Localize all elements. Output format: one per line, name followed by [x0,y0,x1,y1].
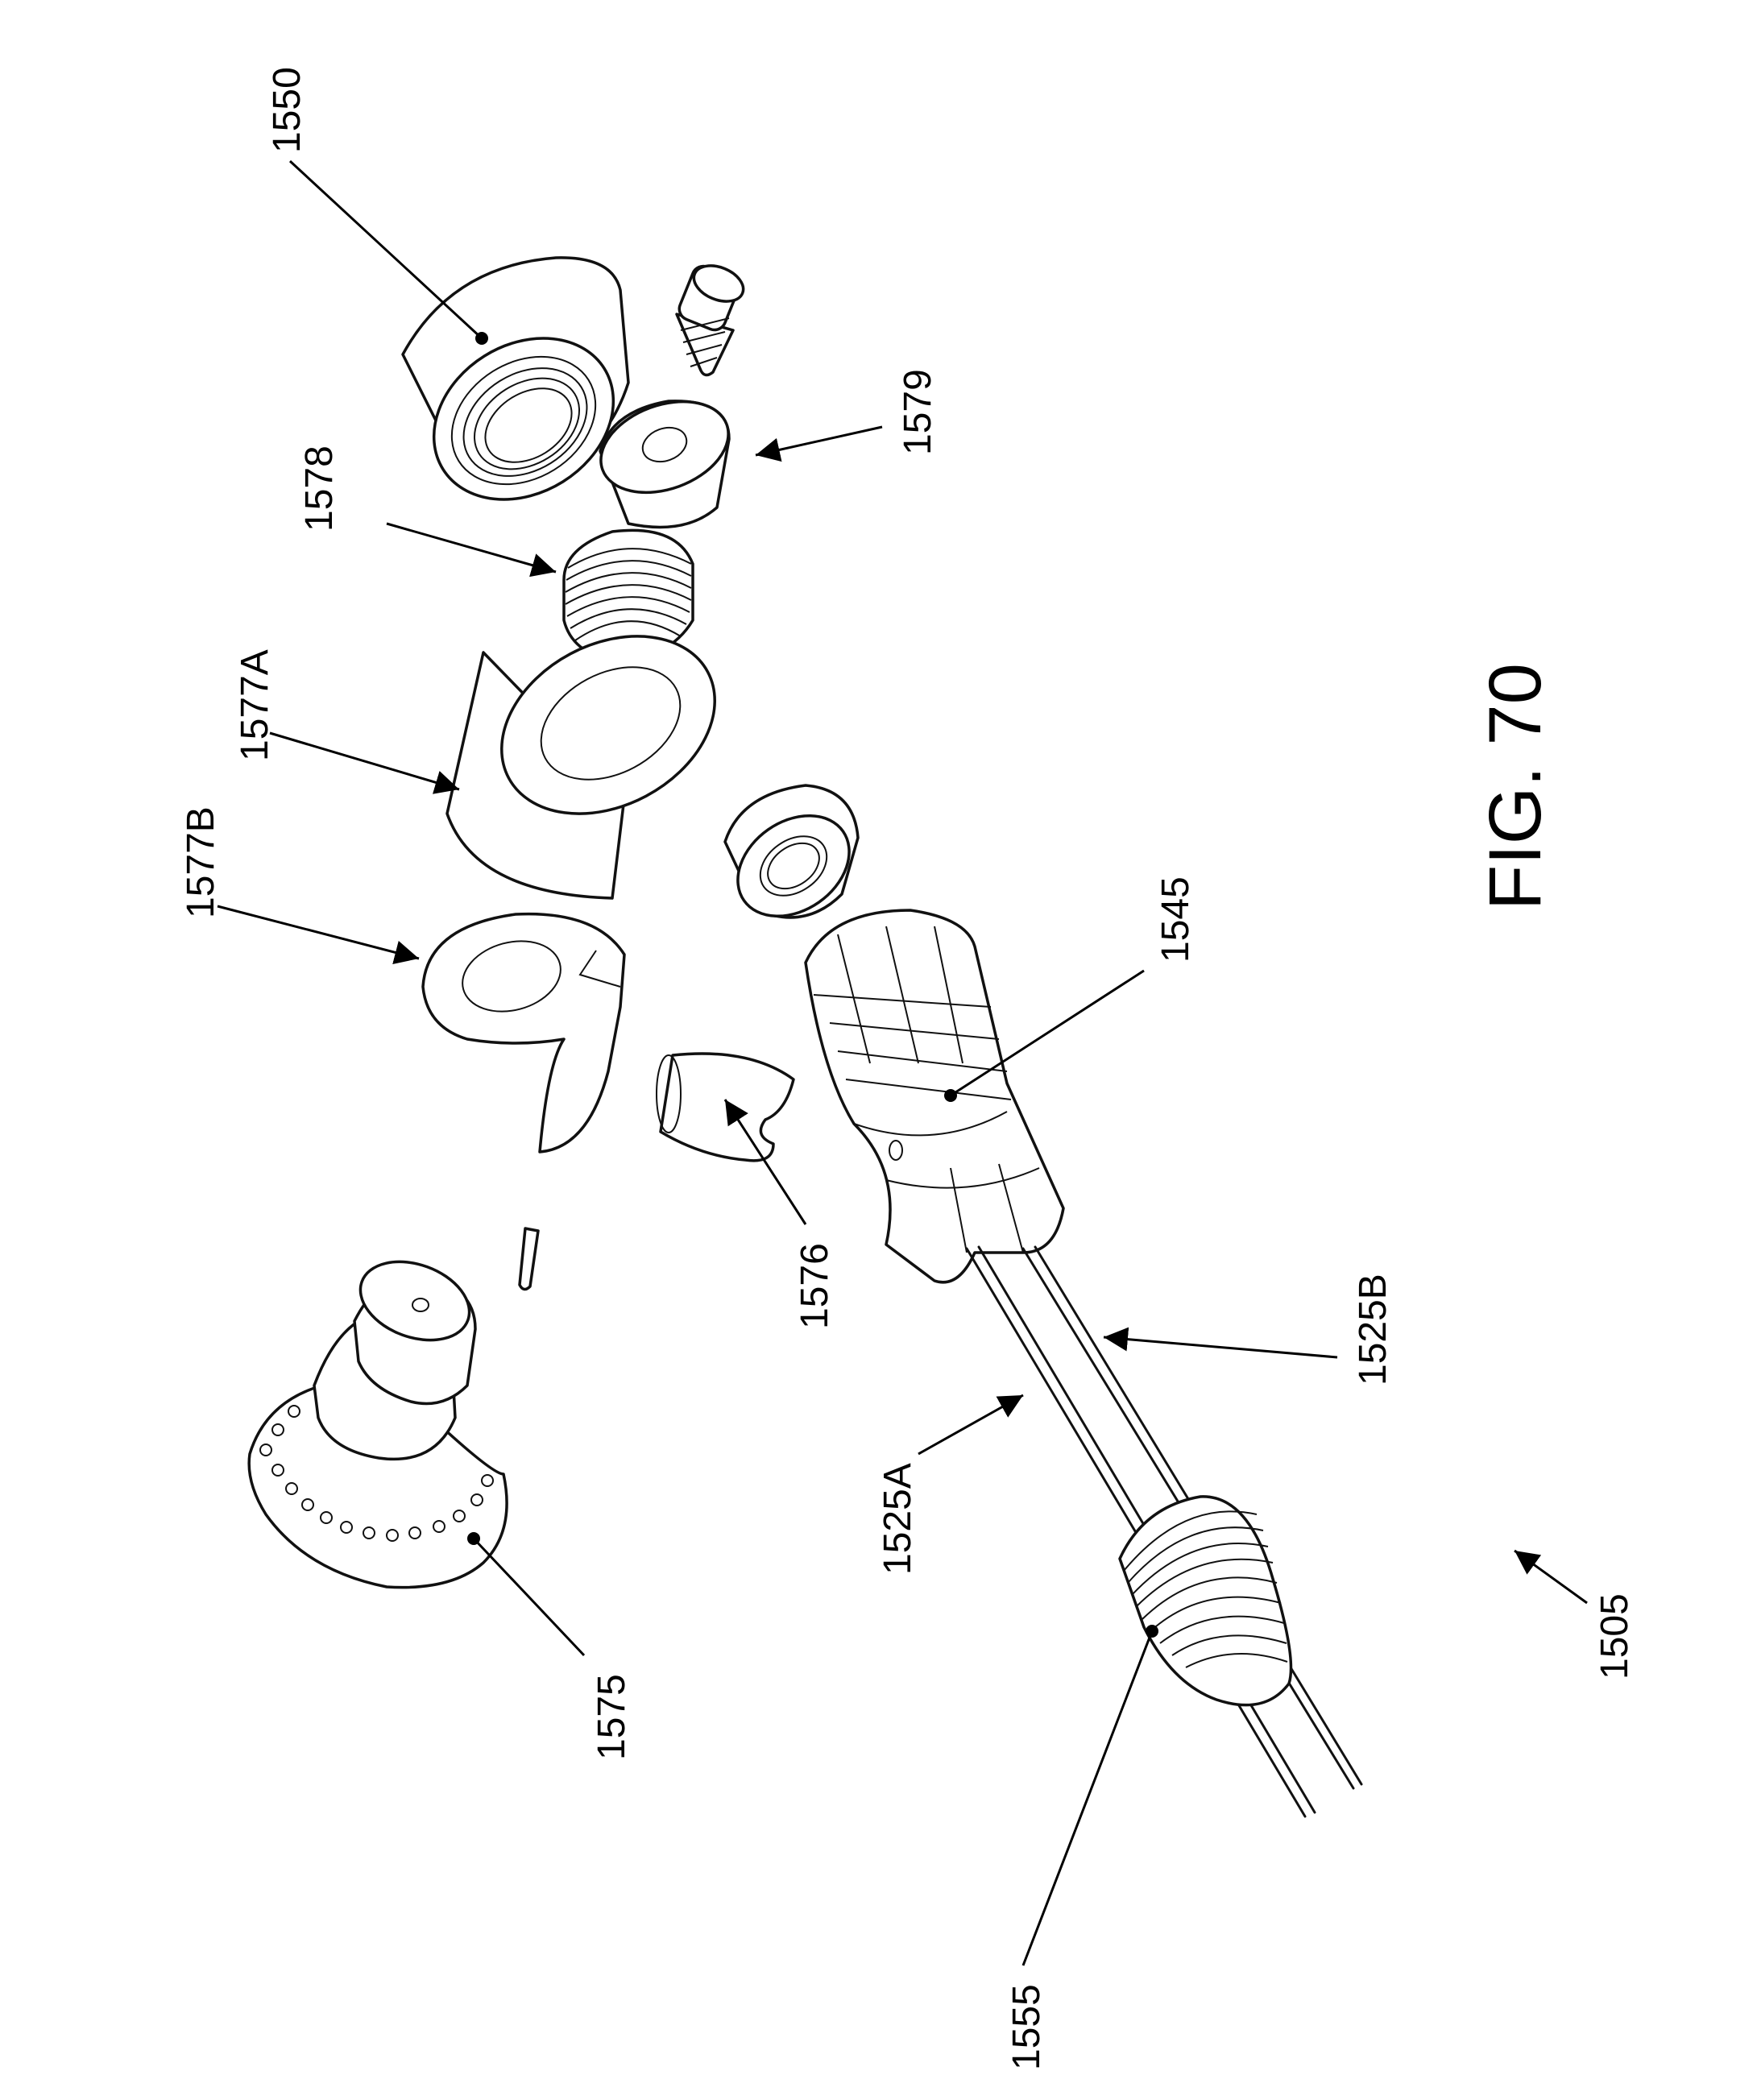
label-1525A: 1525A [876,1463,919,1575]
label-1577A: 1577A [234,649,276,761]
label-1525B: 1525B [1352,1274,1394,1386]
connector-body-1545 [806,910,1063,1282]
label-1576: 1576 [794,1243,836,1329]
pin [520,1228,538,1290]
label-1575: 1575 [591,1674,633,1760]
screw [676,259,748,375]
label-1505: 1505 [1593,1593,1636,1680]
label-1578: 1578 [298,445,341,532]
label-1550: 1550 [266,67,309,153]
label-1545: 1545 [1154,876,1197,963]
figure-title: FIG. 70 [1474,663,1556,910]
label-1579: 1579 [897,369,939,455]
coil-1555 [1120,1497,1291,1705]
label-1555: 1555 [1005,1984,1048,2070]
ring-nut [719,785,868,937]
label-1577B: 1577B [180,806,222,918]
sleeve-1577A [447,601,746,898]
insert-1576 [657,1054,794,1161]
split-collar-1577B [423,914,624,1152]
